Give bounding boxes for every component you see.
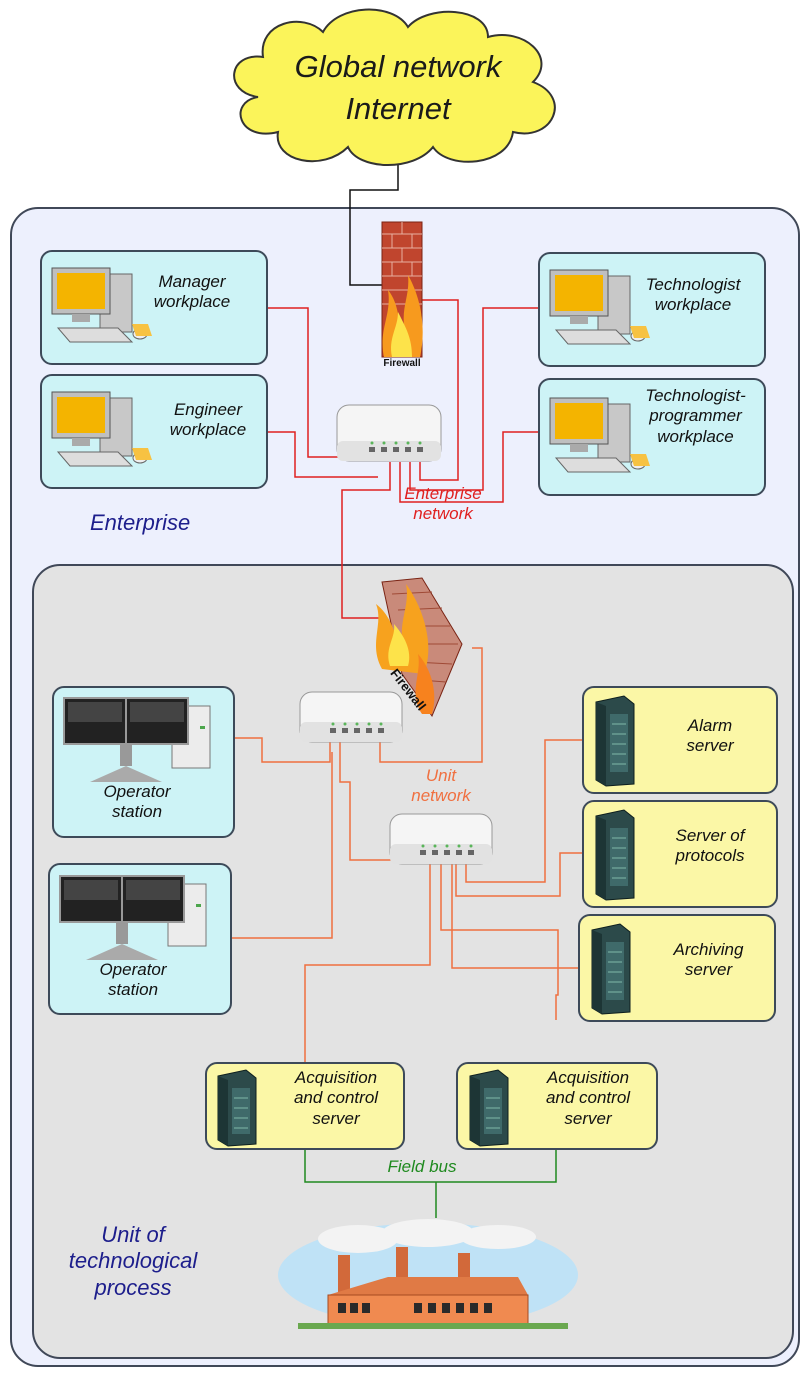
enterprise-zone-label: Enterprise (90, 510, 191, 535)
factory-icon (278, 1219, 578, 1329)
switch-icon (389, 813, 493, 865)
firewall-icon (376, 577, 463, 718)
dual-monitor-workstation-icon (63, 697, 211, 782)
field-bus-label: Field bus (387, 1157, 457, 1176)
server-tower-icon (217, 1069, 257, 1147)
internet-title-line1: Global network (294, 49, 502, 84)
field-bus-lines (304, 1150, 557, 1218)
unit-network-lines (232, 647, 582, 1062)
internet-title-line2: Internet (345, 91, 451, 126)
manager-workplace-label: Manager workplace (153, 272, 231, 312)
desktop-computer-icon (549, 397, 650, 473)
operator-station-label: Operator station (103, 782, 171, 822)
alarm-server-label: Alarm server (686, 716, 734, 756)
operator-station-label: Operator station (99, 960, 167, 1000)
technologist-workplace-label: Technologist workplace (645, 275, 741, 315)
technologist-programmer-workplace-label: Technologist- programmer workplace (645, 386, 746, 446)
desktop-computer-icon (549, 269, 650, 345)
switch-icon (299, 691, 403, 743)
desktop-computer-icon (51, 391, 152, 467)
cloud-icon (233, 8, 556, 166)
acquisition-control-server-label: Acquisition and control server (545, 1068, 631, 1128)
enterprise-network-label: Enterprise network (404, 484, 482, 523)
unit-network-label: Unit network (411, 766, 471, 805)
dual-monitor-workstation-icon (59, 875, 207, 960)
enterprise-network-lines (268, 299, 538, 619)
internet-link (349, 165, 399, 286)
server-tower-icon (591, 923, 631, 1015)
server-tower-icon (595, 695, 635, 787)
acquisition-control-server-label: Acquisition and control server (293, 1068, 379, 1128)
engineer-workplace-label: Engineer workplace (169, 400, 247, 440)
switch-icon (336, 404, 442, 462)
firewall-top-label: Firewall (383, 358, 421, 369)
desktop-computer-icon (51, 267, 152, 343)
server-tower-icon (469, 1069, 509, 1147)
unit-zone-label: Unit of technological process (68, 1222, 198, 1300)
protocols-server-label: Server of protocols (675, 826, 745, 866)
server-tower-icon (595, 809, 635, 901)
archiving-server-label: Archiving server (673, 940, 744, 980)
firewall-icon (381, 221, 423, 358)
